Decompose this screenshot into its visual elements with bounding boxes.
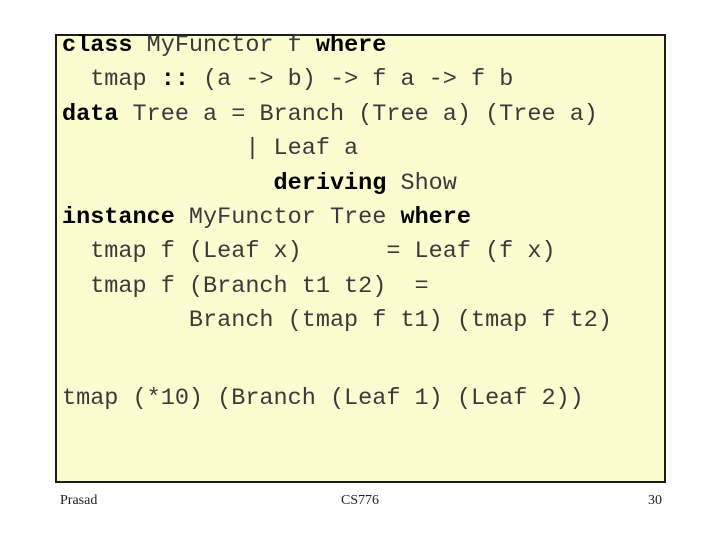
code-block-example: tmap (*10) (Branch (Leaf 1) (Leaf 2)) — [62, 385, 584, 412]
code-block-definitions: class MyFunctor f where tmap :: (a -> b)… — [62, 32, 612, 335]
footer-page-number: 30 — [648, 493, 662, 508]
code-box: class MyFunctor f where tmap :: (a -> b)… — [55, 32, 666, 483]
footer-author: Prasad — [60, 493, 98, 508]
footer: Prasad CS776 30 — [0, 493, 720, 513]
footer-course: CS776 — [340, 493, 380, 508]
